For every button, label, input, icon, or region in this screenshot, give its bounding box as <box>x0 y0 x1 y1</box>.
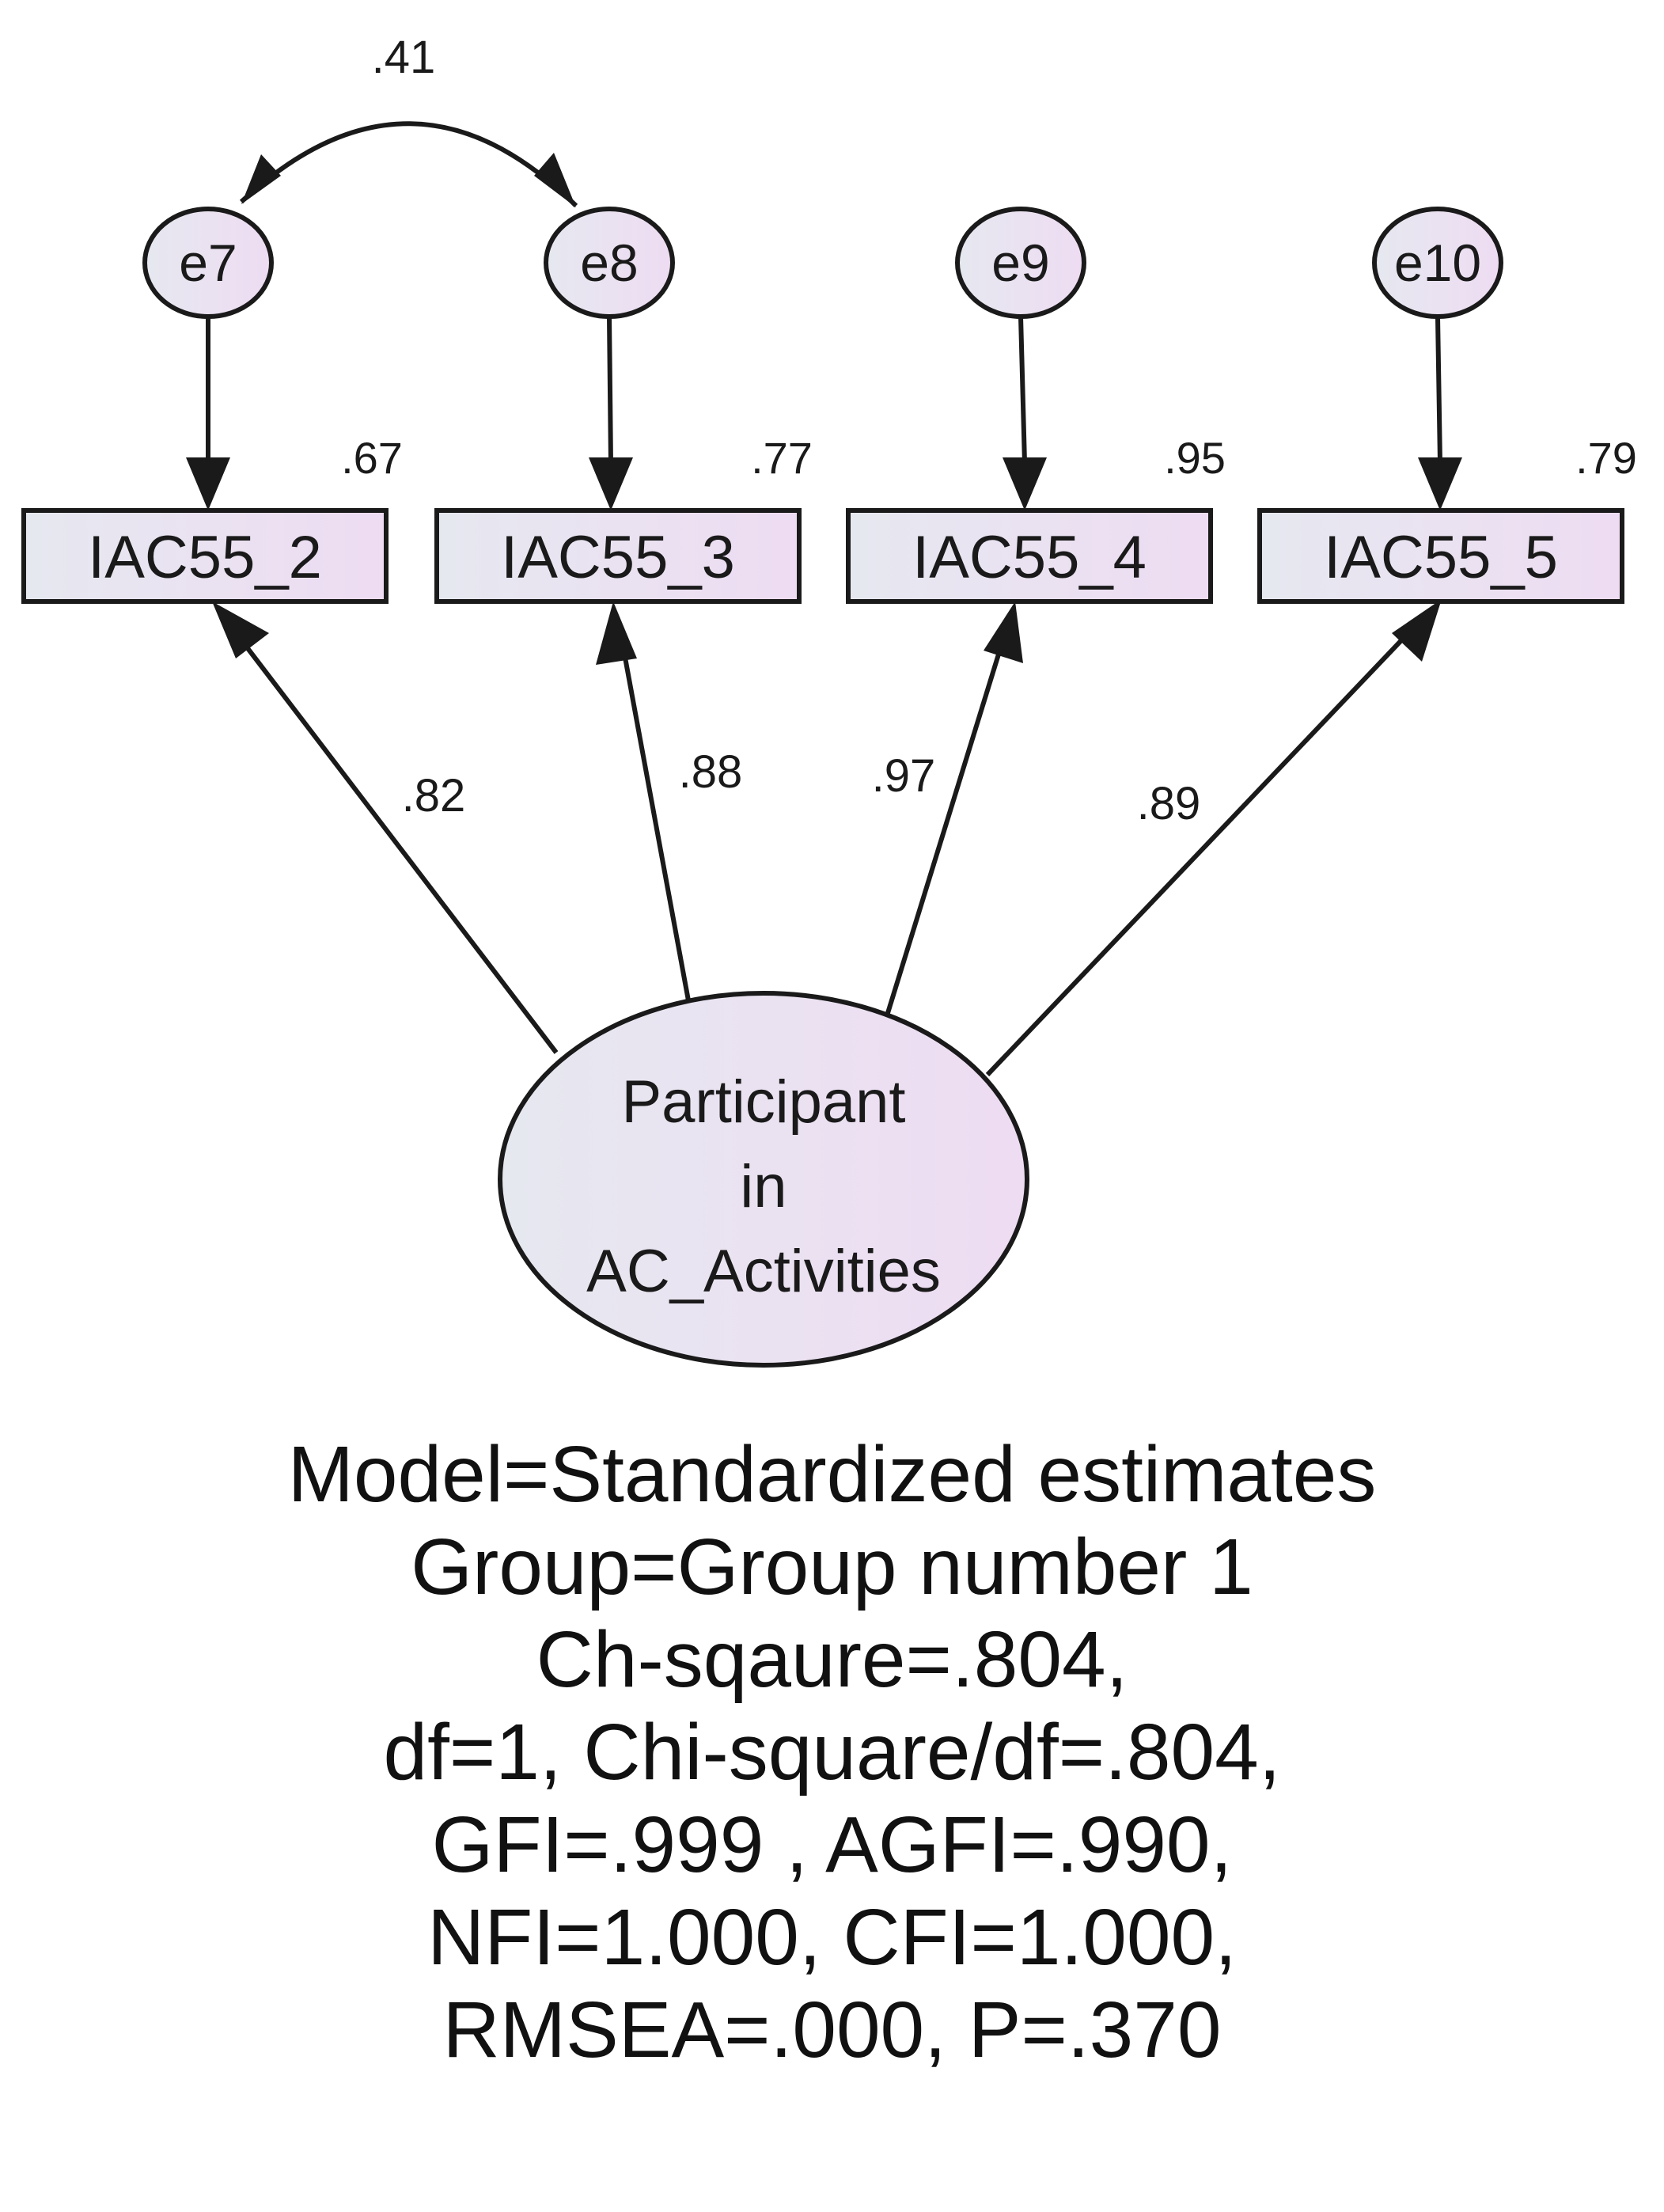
loading-arrow-line <box>240 639 559 1054</box>
indicator-iac55-5: IAC55_5 <box>1257 508 1624 604</box>
indicator-box <box>846 508 1213 604</box>
indicator-box <box>434 508 802 604</box>
error-arrow-e10 <box>1418 316 1462 510</box>
error-arrowhead <box>589 457 633 510</box>
error-term-e7: e7 <box>142 207 274 319</box>
sem-path-diagram: .41 e7 e8 e9 e10 .67 .77 .95 .79 IAC5 <box>21 32 1637 1368</box>
error-term-label: e8 <box>580 233 638 292</box>
error-arrowhead <box>186 457 230 510</box>
indicator-label: IAC55_5 <box>1324 524 1558 591</box>
r-squared-label: .77 <box>751 433 813 483</box>
loading-arrow-iac55-2 <box>212 601 559 1054</box>
error-arrow-line <box>1435 316 1442 464</box>
latent-factor: Participant in AC_Activities <box>498 991 1029 1368</box>
loading-arrow-iac55-3 <box>596 601 692 1010</box>
fit-stat-line: Model=Standardized estimates <box>287 1430 1377 1519</box>
error-arrow-e8 <box>589 316 633 510</box>
error-arrow-e9 <box>1003 316 1047 510</box>
loading-value: .82 <box>402 770 466 821</box>
loading-arrowhead <box>1392 599 1442 662</box>
loading-arrowhead <box>212 601 269 658</box>
indicator-label: IAC55_4 <box>912 524 1147 591</box>
loading-arrow-line <box>985 635 1407 1077</box>
loading-arrow-iac55-5 <box>985 599 1442 1077</box>
loading-value: .89 <box>1137 778 1201 829</box>
error-arrow-line <box>1018 316 1027 464</box>
error-arrow-line <box>607 316 613 464</box>
indicator-label: IAC55_3 <box>501 524 735 591</box>
covariance-arrowhead-right <box>534 153 576 207</box>
loading-arrow-iac55-4 <box>885 601 1023 1014</box>
loading-value: .88 <box>679 746 743 798</box>
error-term-label: e9 <box>991 233 1049 292</box>
fit-stat-line: GFI=.999 , AGFI=.990, <box>431 1800 1233 1889</box>
covariance-curve <box>239 121 578 208</box>
error-term-e8: e8 <box>544 207 675 319</box>
indicator-iac55-2: IAC55_2 <box>21 508 389 604</box>
latent-factor-label-line: Participant <box>621 1068 905 1136</box>
error-arrowhead <box>1003 457 1047 510</box>
covariance-value: .41 <box>372 32 436 83</box>
covariance-arrowhead-left <box>241 154 281 204</box>
indicator-iac55-3: IAC55_3 <box>434 508 802 604</box>
error-arrow-e7 <box>186 317 230 510</box>
loading-arrow-line <box>621 648 692 1010</box>
loading-value: .97 <box>872 750 936 802</box>
loading-arrowhead <box>984 601 1023 663</box>
fit-stat-line: NFI=1.000, CFI=1.000, <box>427 1893 1237 1982</box>
loading-arrowhead <box>596 601 637 665</box>
fit-stat-line: Group=Group number 1 <box>411 1523 1253 1611</box>
latent-factor-ellipse <box>498 991 1029 1368</box>
fit-stat-line: Ch-sqaure=.804, <box>536 1615 1128 1704</box>
error-term-label: e7 <box>179 233 237 292</box>
r-squared-label: .67 <box>341 433 403 483</box>
model-fit-summary: Model=Standardized estimates Group=Group… <box>0 1429 1664 2077</box>
error-term-e10: e10 <box>1372 207 1503 319</box>
fit-stat-line: RMSEA=.000, P=.370 <box>442 1986 1222 2074</box>
indicator-iac55-4: IAC55_4 <box>846 508 1213 604</box>
indicator-box <box>21 508 389 604</box>
r-squared-label: .95 <box>1164 433 1226 483</box>
fit-stat-line: df=1, Chi-square/df=.804, <box>383 1708 1281 1797</box>
error-arrowhead <box>1418 457 1462 510</box>
latent-factor-label-line: in <box>740 1153 787 1220</box>
indicator-label: IAC55_2 <box>88 524 322 591</box>
loading-arrow-line <box>885 646 1003 1014</box>
covariance-e7-e8: .41 <box>239 32 578 208</box>
error-term-e9: e9 <box>955 207 1086 319</box>
error-term-label: e10 <box>1394 233 1481 292</box>
latent-factor-label-line: AC_Activities <box>586 1238 941 1305</box>
r-squared-label: .79 <box>1575 433 1637 483</box>
